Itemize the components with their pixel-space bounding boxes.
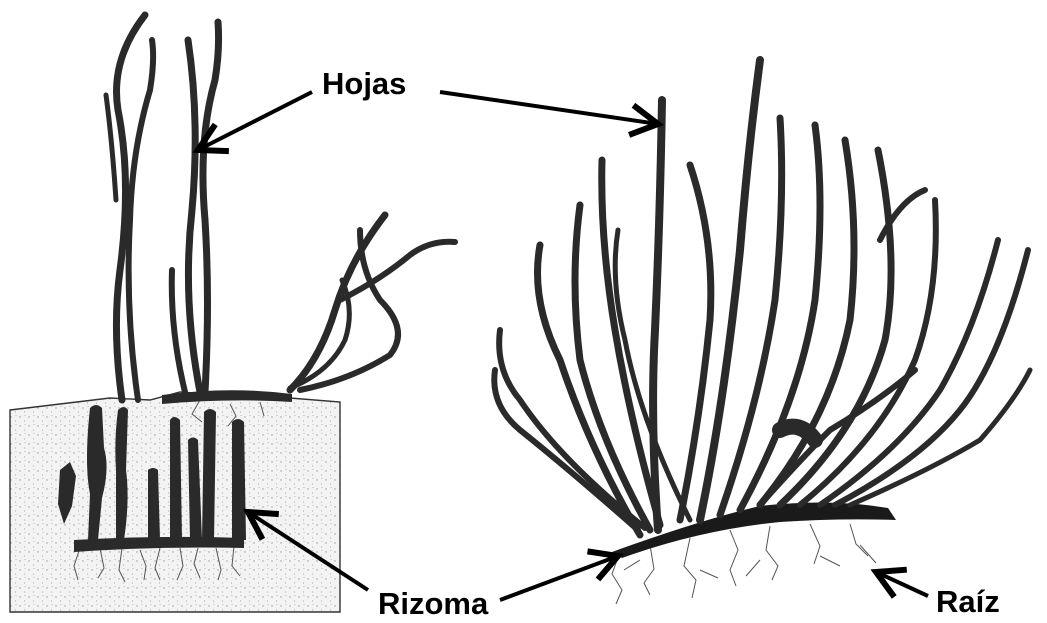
rhizome-label: Rizoma	[378, 588, 488, 619]
right-roots	[612, 524, 876, 604]
arrow-raiz	[876, 572, 928, 596]
arrow-hojas-left	[198, 92, 312, 150]
arrow-hojas-right	[440, 92, 658, 124]
root-label: Raíz	[936, 586, 1000, 617]
arrow-rizoma-right	[500, 556, 618, 600]
right-leaves	[494, 60, 1030, 535]
leaves-label: Hojas	[322, 68, 406, 99]
